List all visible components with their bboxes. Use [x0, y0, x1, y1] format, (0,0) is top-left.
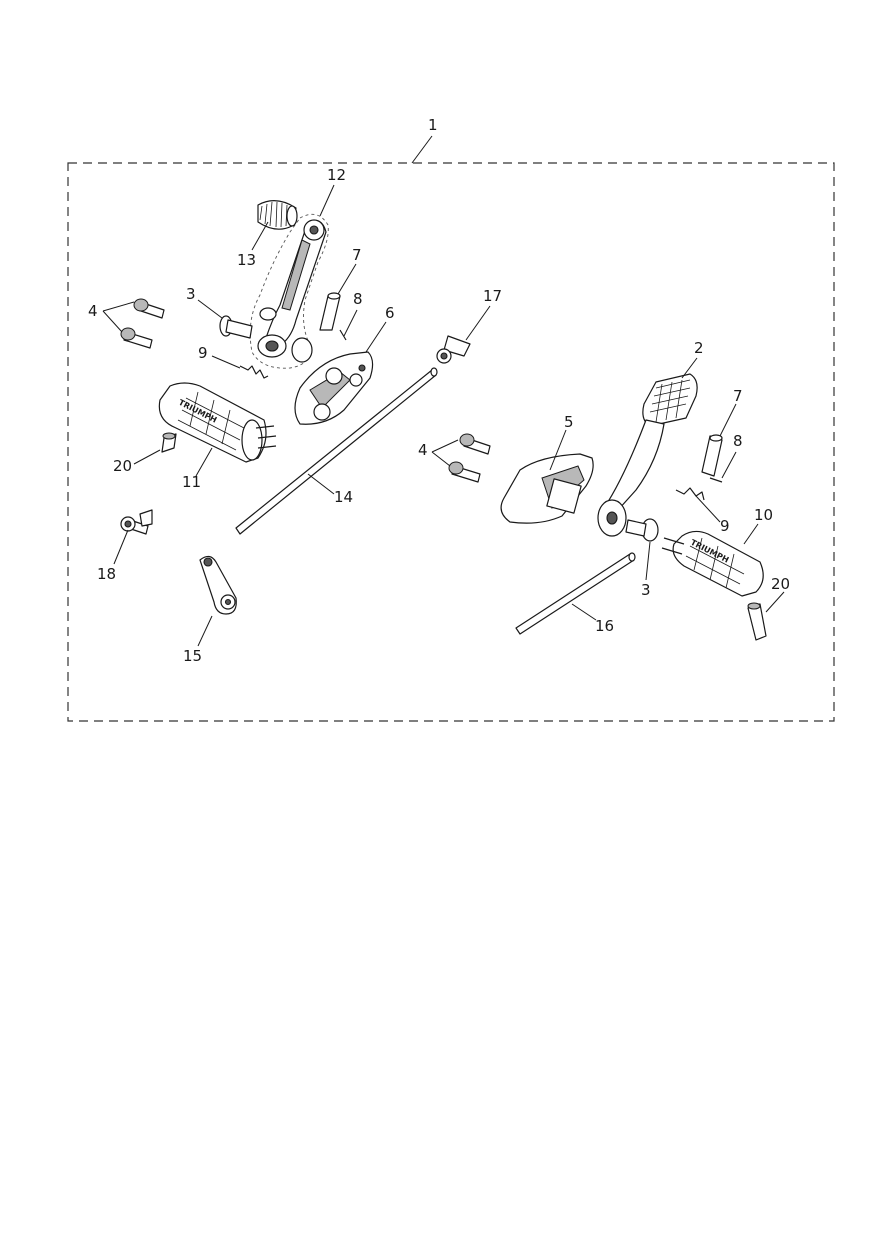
callout-8: 8 — [733, 432, 743, 450]
callout-7: 7 — [733, 387, 743, 405]
callout-20: 20 — [771, 575, 790, 593]
callout-15: 15 — [183, 647, 202, 665]
callout-9: 9 — [198, 344, 208, 362]
callout-2: 2 — [694, 339, 704, 357]
callout-7: 7 — [352, 246, 362, 264]
callout-4: 4 — [418, 441, 428, 459]
brake-pedal — [597, 373, 698, 537]
callout-3: 3 — [641, 581, 651, 599]
bolt-pair-left — [120, 298, 165, 349]
callout-6: 6 — [385, 304, 395, 322]
callout-20: 20 — [113, 457, 132, 475]
callout-12: 12 — [327, 166, 346, 184]
rod-end-lower — [120, 509, 153, 535]
callout-4: 4 — [88, 302, 98, 320]
footrest-pin-left — [161, 432, 177, 453]
footrest-right: TRIUMPH — [661, 530, 764, 597]
callout-9: 9 — [720, 517, 730, 535]
callout-3: 3 — [186, 285, 196, 303]
callout-1: 1 — [428, 116, 438, 134]
callout-14: 14 — [334, 488, 353, 506]
callout-labels: 1 12 13 7 8 17 6 4 3 9 2 7 8 5 4 20 11 1… — [88, 116, 790, 665]
gear-linkage-rod — [235, 367, 438, 535]
gear-shaft-lever — [199, 555, 237, 615]
pivot-bolt-right — [625, 518, 659, 542]
callout-18: 18 — [97, 565, 116, 583]
rod-end-upper — [436, 335, 471, 364]
callout-11: 11 — [182, 473, 201, 491]
pivot-bolt-left — [219, 315, 253, 339]
clip-right — [709, 477, 723, 483]
pivot-pin-left — [319, 292, 341, 331]
callout-10: 10 — [754, 506, 773, 524]
pivot-pin-right — [701, 434, 723, 477]
footrest-pin-right — [747, 602, 767, 641]
gear-lever — [249, 213, 329, 369]
gear-peg-rubber — [257, 200, 298, 230]
callout-5: 5 — [564, 413, 574, 431]
footrest-hanger-right — [500, 453, 594, 524]
footrest-left: TRIUMPH — [158, 382, 277, 463]
callout-8: 8 — [353, 290, 363, 308]
leader-lines — [102, 135, 785, 647]
bolt-pair-right — [448, 433, 491, 483]
callout-16: 16 — [595, 617, 614, 635]
return-spring-right — [675, 487, 705, 501]
clip-left — [339, 329, 347, 341]
return-spring-left — [239, 365, 269, 379]
washer — [291, 337, 313, 363]
brake-rod — [515, 552, 636, 635]
footrest-hanger-left — [294, 351, 374, 425]
kit-boundary — [67, 162, 835, 722]
callout-17: 17 — [483, 287, 502, 305]
callout-13: 13 — [237, 251, 256, 269]
